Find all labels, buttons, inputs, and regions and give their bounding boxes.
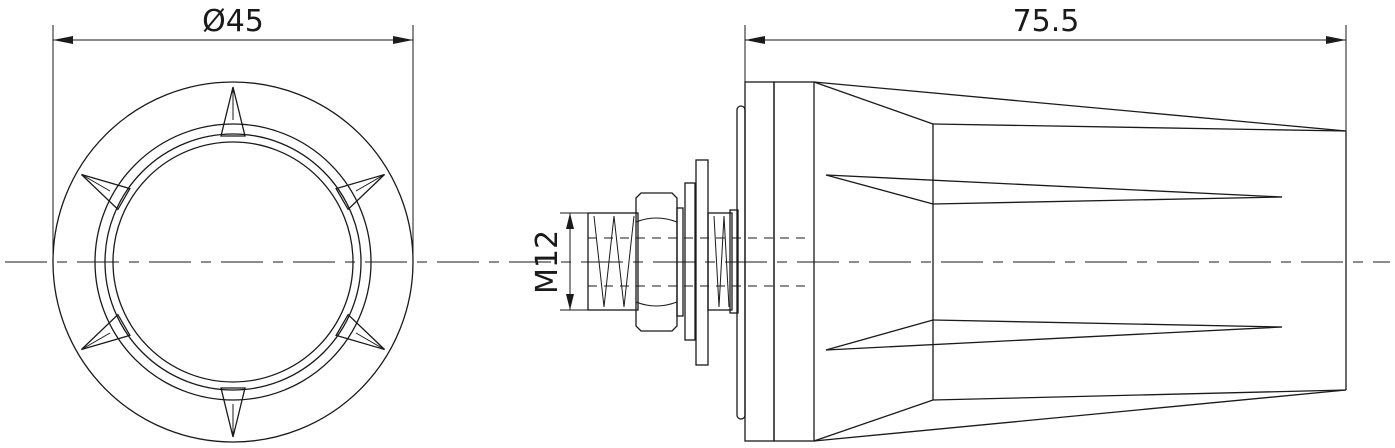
nut-outline	[635, 192, 678, 332]
washers	[676, 159, 739, 366]
neck-thread-lines	[713, 215, 730, 308]
spike-ridge-6	[81, 174, 111, 192]
thread-arrow-top	[566, 213, 574, 229]
length-label: 75.5	[1013, 4, 1080, 39]
diameter-label: Ø45	[202, 4, 264, 39]
spike-ridge-5	[81, 332, 111, 350]
grip-spikes	[80, 86, 386, 438]
thread-label: M12	[530, 230, 565, 294]
length-dimension: 75.5	[744, 4, 1347, 131]
thread-dimension: M12	[530, 212, 588, 311]
len-arrowhead-right	[1326, 36, 1346, 44]
rib-lower-tip	[825, 319, 934, 351]
len-arrowhead-left	[745, 36, 765, 44]
threaded-stud	[587, 212, 810, 311]
body-edge-bottom-a	[813, 399, 934, 442]
thread-lines	[593, 215, 635, 308]
stud-body	[587, 212, 639, 311]
rib-lower-top	[932, 319, 1283, 328]
arrowhead-left	[53, 36, 73, 44]
spike-ridge-2	[355, 174, 385, 192]
rib-lower-bottom	[825, 326, 1283, 351]
hex-nut	[635, 192, 678, 332]
nut-chamfer-top	[635, 217, 678, 223]
spike-2	[335, 173, 386, 211]
spike-4	[220, 387, 246, 438]
body-ridge-bottom	[932, 389, 1347, 401]
neck-collar	[729, 209, 739, 314]
body-ridge-top	[932, 123, 1347, 132]
spike-ridge-3	[355, 332, 385, 350]
spike-3	[335, 313, 386, 351]
washer-medium	[684, 182, 696, 341]
body-outline-bottom	[813, 389, 1347, 442]
body-edge-top-a	[813, 81, 934, 125]
arrowhead-right	[393, 36, 413, 44]
rib-upper-tip	[825, 174, 934, 205]
side-view: M12	[530, 81, 1347, 442]
neck-thread	[707, 212, 733, 311]
rib-upper-bottom	[932, 196, 1283, 205]
body-outline-top	[813, 81, 1347, 132]
diameter-dimension: Ø45	[52, 4, 414, 262]
spike-5	[80, 313, 131, 351]
knob-body	[813, 81, 1347, 442]
base-block	[773, 81, 815, 442]
knob-base	[736, 81, 815, 442]
washer-small	[676, 207, 684, 317]
spike-6	[80, 173, 131, 211]
spike-1	[220, 86, 246, 137]
rib-upper-top	[825, 174, 1283, 198]
thread-arrow-bottom	[566, 294, 574, 310]
nut-chamfer-bottom	[635, 301, 678, 307]
